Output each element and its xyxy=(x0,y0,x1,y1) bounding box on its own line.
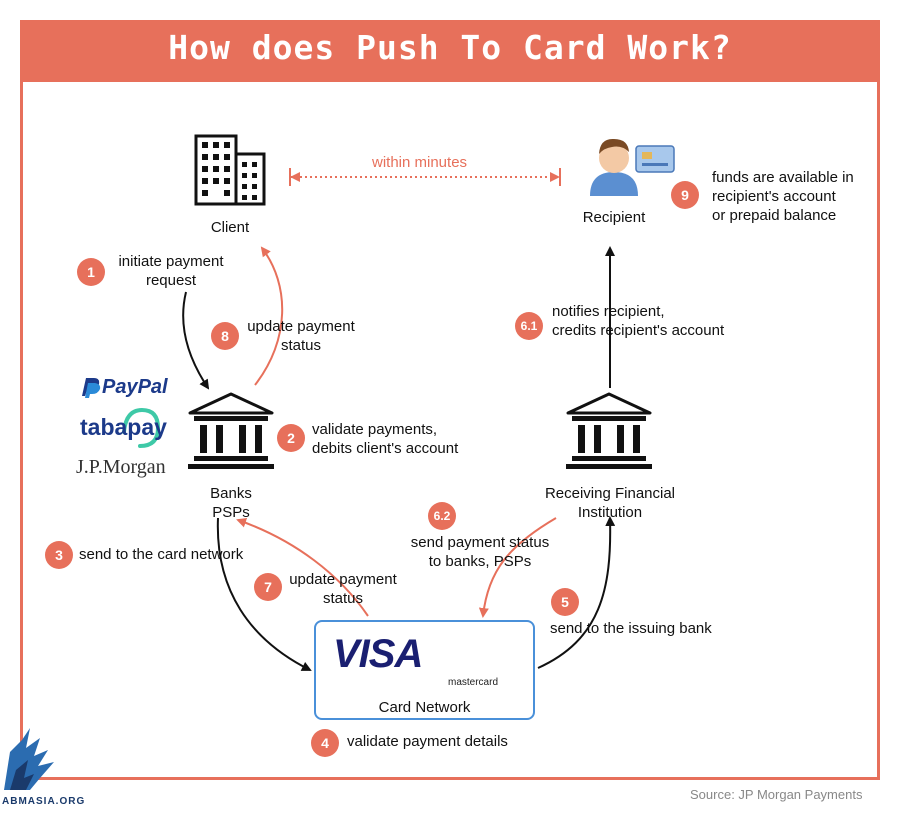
office-building-icon xyxy=(194,134,266,206)
step-badge: 5 xyxy=(551,588,579,616)
watermark-text: ABMASIA.ORG xyxy=(2,796,86,807)
jpmorgan-logo: J.P.Morgan xyxy=(76,456,166,478)
step-badge: 7 xyxy=(254,573,282,601)
arrow-step-7 xyxy=(236,517,369,617)
step-6-1-text: notifies recipient,credits recipient's a… xyxy=(552,303,725,339)
source-credit: Source: JP Morgan Payments xyxy=(690,787,863,802)
tabapay-wordmark: tabapay xyxy=(80,414,167,440)
bank-icon xyxy=(188,392,274,469)
recipient-label: Recipient xyxy=(582,209,646,226)
page-title: How does Push To Card Work? xyxy=(168,28,732,67)
bank-icon xyxy=(566,392,652,469)
client-label: Client xyxy=(210,219,250,236)
credit-card-icon xyxy=(635,145,675,173)
step-badge: 9 xyxy=(671,181,699,209)
paypal-logo xyxy=(82,378,101,398)
paypal-wordmark: PayPal xyxy=(102,376,168,398)
step-badge: 4 xyxy=(311,729,339,757)
step-3-text: send to the card network xyxy=(79,546,244,563)
within-minutes-connector xyxy=(289,168,561,186)
within-minutes-label: within minutes xyxy=(372,154,468,171)
tabapay-logo xyxy=(122,407,161,448)
title-bar xyxy=(20,20,880,82)
arrow-step-6-2 xyxy=(478,517,557,618)
eagle-watermark-icon xyxy=(4,728,54,790)
card-network-label: Card Network xyxy=(378,699,471,716)
step-4-text: validate payment details xyxy=(347,733,508,750)
step-badge: 8 xyxy=(211,322,239,350)
step-badge: 3 xyxy=(45,541,73,569)
card-network-box xyxy=(314,620,535,720)
arrow-step-3 xyxy=(216,517,312,671)
arrow-step-8 xyxy=(254,246,284,386)
step-badge: 6.1 xyxy=(515,312,543,340)
step-2-text: validate payments,debits client's accoun… xyxy=(312,421,459,457)
step-badge: 6.2 xyxy=(428,502,456,530)
step-5-text: send to the issuing bank xyxy=(550,620,712,637)
mastercard-label: mastercard xyxy=(448,677,499,688)
receiving-institution-label: Receiving Financial Institution xyxy=(544,485,676,521)
banks-psps-label: Banks PSPs xyxy=(210,485,252,521)
step-badge: 1 xyxy=(77,258,105,286)
recipient-person-icon xyxy=(590,138,638,196)
arrow-step-1 xyxy=(182,291,210,390)
step-badge: 2 xyxy=(277,424,305,452)
visa-logo: VISA xyxy=(333,632,423,676)
arrow-step-5 xyxy=(537,516,616,669)
